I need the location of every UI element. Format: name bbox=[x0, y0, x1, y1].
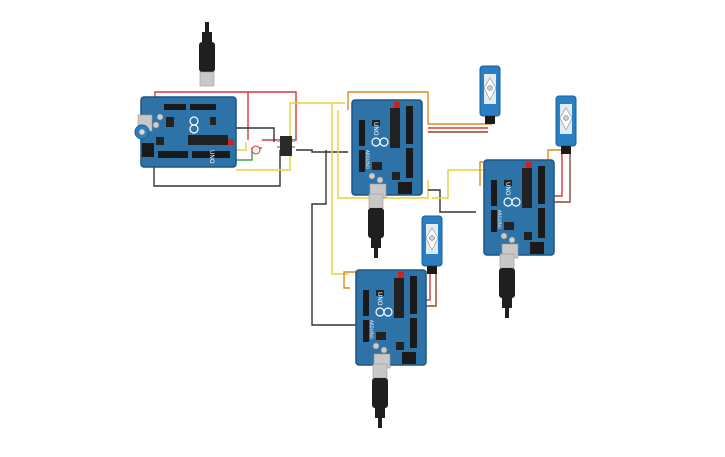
uno-label-a: UNO bbox=[208, 150, 215, 164]
uno-label-c: UNO bbox=[376, 292, 383, 306]
board-labels: UNO UNO UNO UNO ARDUINO ARDUINO ARDUINO bbox=[208, 122, 511, 339]
led-indicator bbox=[251, 145, 261, 155]
servo-c bbox=[421, 215, 443, 275]
brand-label-c: ARDUINO bbox=[369, 320, 374, 339]
usb-cable-c bbox=[371, 363, 389, 429]
servo-d bbox=[555, 95, 577, 155]
yellow-wire-a-1 bbox=[236, 142, 247, 151]
red-wire-a-top2 bbox=[248, 91, 297, 141]
black-wire-a-right bbox=[236, 127, 275, 142]
arduino-board-a bbox=[137, 96, 237, 168]
servo-b bbox=[479, 65, 501, 125]
brand-label-d: ARDUINO bbox=[497, 210, 502, 229]
usb-cable-a bbox=[198, 21, 216, 87]
yellow-wire-b-c bbox=[331, 104, 348, 275]
uno-label-b: UNO bbox=[372, 122, 379, 136]
brand-label-b: ARDUINO bbox=[365, 150, 370, 169]
brown-wire-d-servo bbox=[550, 152, 571, 203]
yellow-wire-d bbox=[432, 169, 486, 199]
arduino-board-d bbox=[483, 159, 555, 259]
arduino-board-c bbox=[355, 269, 427, 369]
uno-label-d: UNO bbox=[504, 182, 511, 196]
black-wire-b-c bbox=[311, 150, 360, 326]
usb-cable-d bbox=[498, 253, 516, 319]
usb-cable-b bbox=[367, 193, 385, 259]
black-wire-b-d bbox=[428, 189, 476, 213]
potentiometer bbox=[134, 124, 150, 140]
small-ic bbox=[277, 136, 295, 156]
orange-wire-b-top bbox=[347, 91, 492, 125]
arduino-board-b bbox=[351, 99, 423, 199]
black-wire-a-main bbox=[296, 149, 348, 153]
